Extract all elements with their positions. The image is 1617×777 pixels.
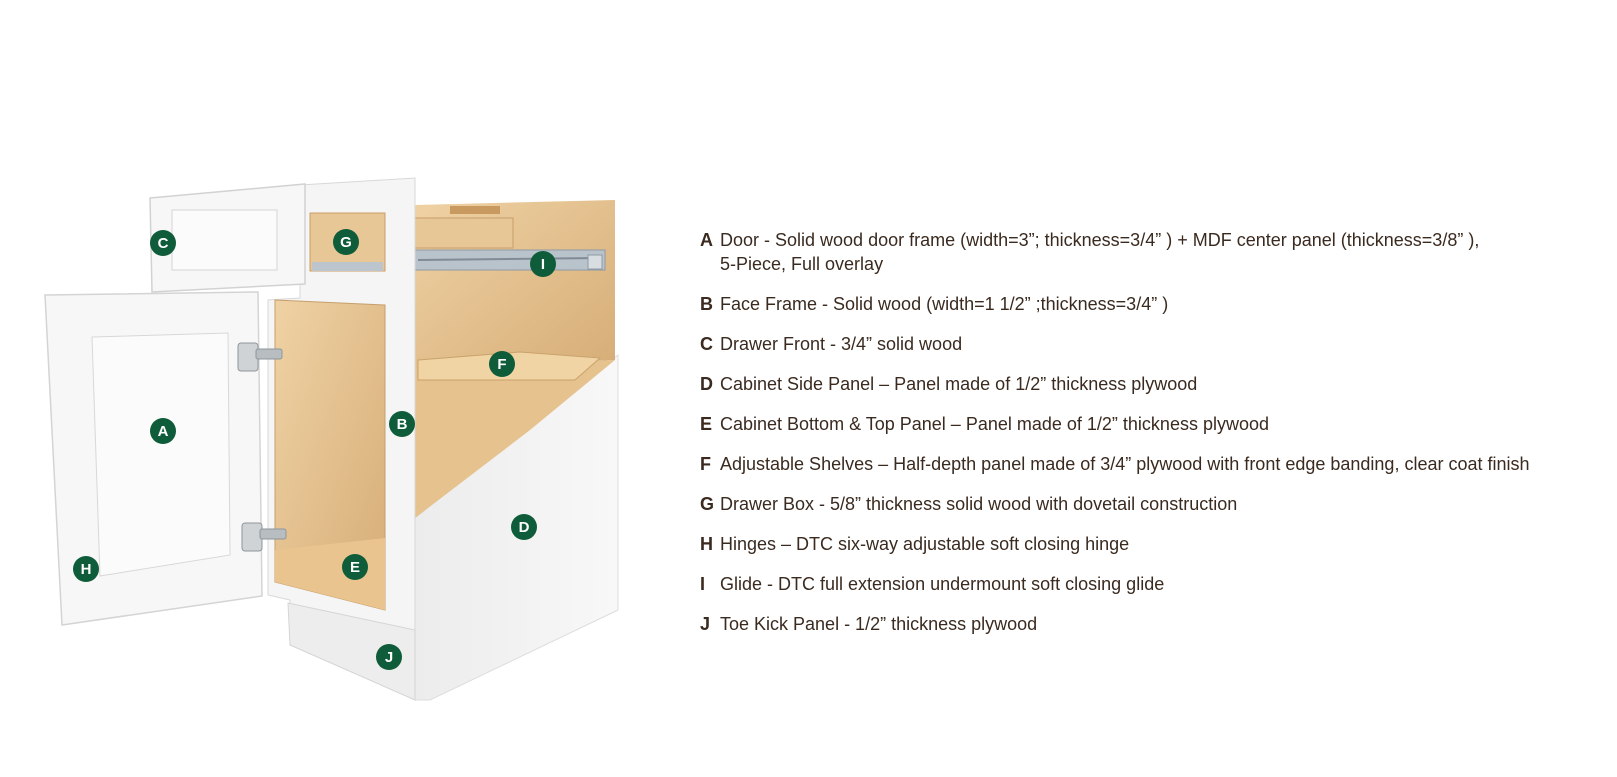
door-center-panel: [91, 332, 231, 577]
legend-key: D: [700, 374, 713, 394]
legend-key: H: [700, 534, 713, 554]
marker-b: B: [389, 411, 415, 437]
marker-i: I: [530, 251, 556, 277]
legend-key: A: [700, 230, 713, 250]
marker-g: G: [333, 229, 359, 255]
marker-c-letter: C: [158, 235, 169, 252]
toe-kick-panel: [287, 602, 416, 701]
marker-e: E: [342, 554, 368, 580]
marker-a-letter: A: [158, 423, 169, 440]
legend-item-d: D Cabinet Side Panel – Panel made of 1/2…: [700, 372, 1580, 396]
legend-text: Hinges – DTC six-way adjustable soft clo…: [720, 534, 1130, 554]
legend-key: G: [700, 494, 715, 514]
marker-g-letter: G: [340, 234, 352, 251]
legend-item-j: J Toe Kick Panel - 1/2” thickness plywoo…: [700, 612, 1580, 636]
marker-f: F: [489, 351, 515, 377]
parts-legend: A Door - Solid wood door frame (width=3”…: [700, 228, 1580, 652]
legend-key: I: [700, 574, 706, 594]
cabinet-interior-lower: [415, 360, 615, 518]
marker-f-letter: F: [497, 356, 506, 373]
legend-text: Drawer Front - 3/4” solid wood: [720, 334, 963, 354]
legend-key: B: [700, 294, 713, 314]
marker-j: J: [376, 644, 402, 670]
legend-item-e: E Cabinet Bottom & Top Panel – Panel mad…: [700, 412, 1580, 436]
legend-item-g: G Drawer Box - 5/8” thickness solid wood…: [700, 492, 1580, 516]
drawer-box-top: [414, 217, 514, 249]
hinge-lower: [241, 522, 287, 552]
legend-item-h: H Hinges – DTC six-way adjustable soft c…: [700, 532, 1580, 556]
marker-h-letter: H: [81, 561, 92, 578]
hinge-upper: [237, 342, 283, 372]
legend-text: Cabinet Bottom & Top Panel – Panel made …: [720, 414, 1269, 434]
marker-d-letter: D: [519, 519, 530, 536]
legend-item-a: A Door - Solid wood door frame (width=3”…: [700, 228, 1580, 276]
legend-item-c: C Drawer Front - 3/4” solid wood: [700, 332, 1580, 356]
drawer-front-panel: [171, 209, 278, 271]
marker-d: D: [511, 514, 537, 540]
legend-text-continued: 5-Piece, Full overlay: [720, 254, 884, 274]
legend-text: Toe Kick Panel - 1/2” thickness plywood: [720, 614, 1038, 634]
marker-e-letter: E: [350, 559, 360, 576]
marker-b-letter: B: [397, 416, 408, 433]
legend-key: C: [700, 334, 713, 354]
legend-item-b: B Face Frame - Solid wood (width=1 1/2” …: [700, 292, 1580, 316]
marker-i-letter: I: [541, 256, 545, 273]
marker-h: H: [73, 556, 99, 582]
legend-text: Face Frame - Solid wood (width=1 1/2” ;t…: [720, 294, 1169, 314]
marker-a: A: [150, 418, 176, 444]
legend-item-i: I Glide - DTC full extension undermount …: [700, 572, 1580, 596]
legend-text: Drawer Box - 5/8” thickness solid wood w…: [720, 494, 1238, 514]
legend-text: Glide - DTC full extension undermount so…: [720, 574, 1165, 594]
legend-text: Cabinet Side Panel – Panel made of 1/2” …: [720, 374, 1198, 394]
marker-c: C: [150, 230, 176, 256]
legend-text: Door - Solid wood door frame (width=3”; …: [720, 230, 1480, 250]
marker-j-letter: J: [385, 649, 393, 666]
legend-key: J: [700, 614, 711, 634]
legend-key: E: [700, 414, 713, 434]
legend-key: F: [700, 454, 711, 474]
legend-text: Adjustable Shelves – Half-depth panel ma…: [720, 454, 1530, 474]
legend-item-f: F Adjustable Shelves – Half-depth panel …: [700, 452, 1580, 476]
